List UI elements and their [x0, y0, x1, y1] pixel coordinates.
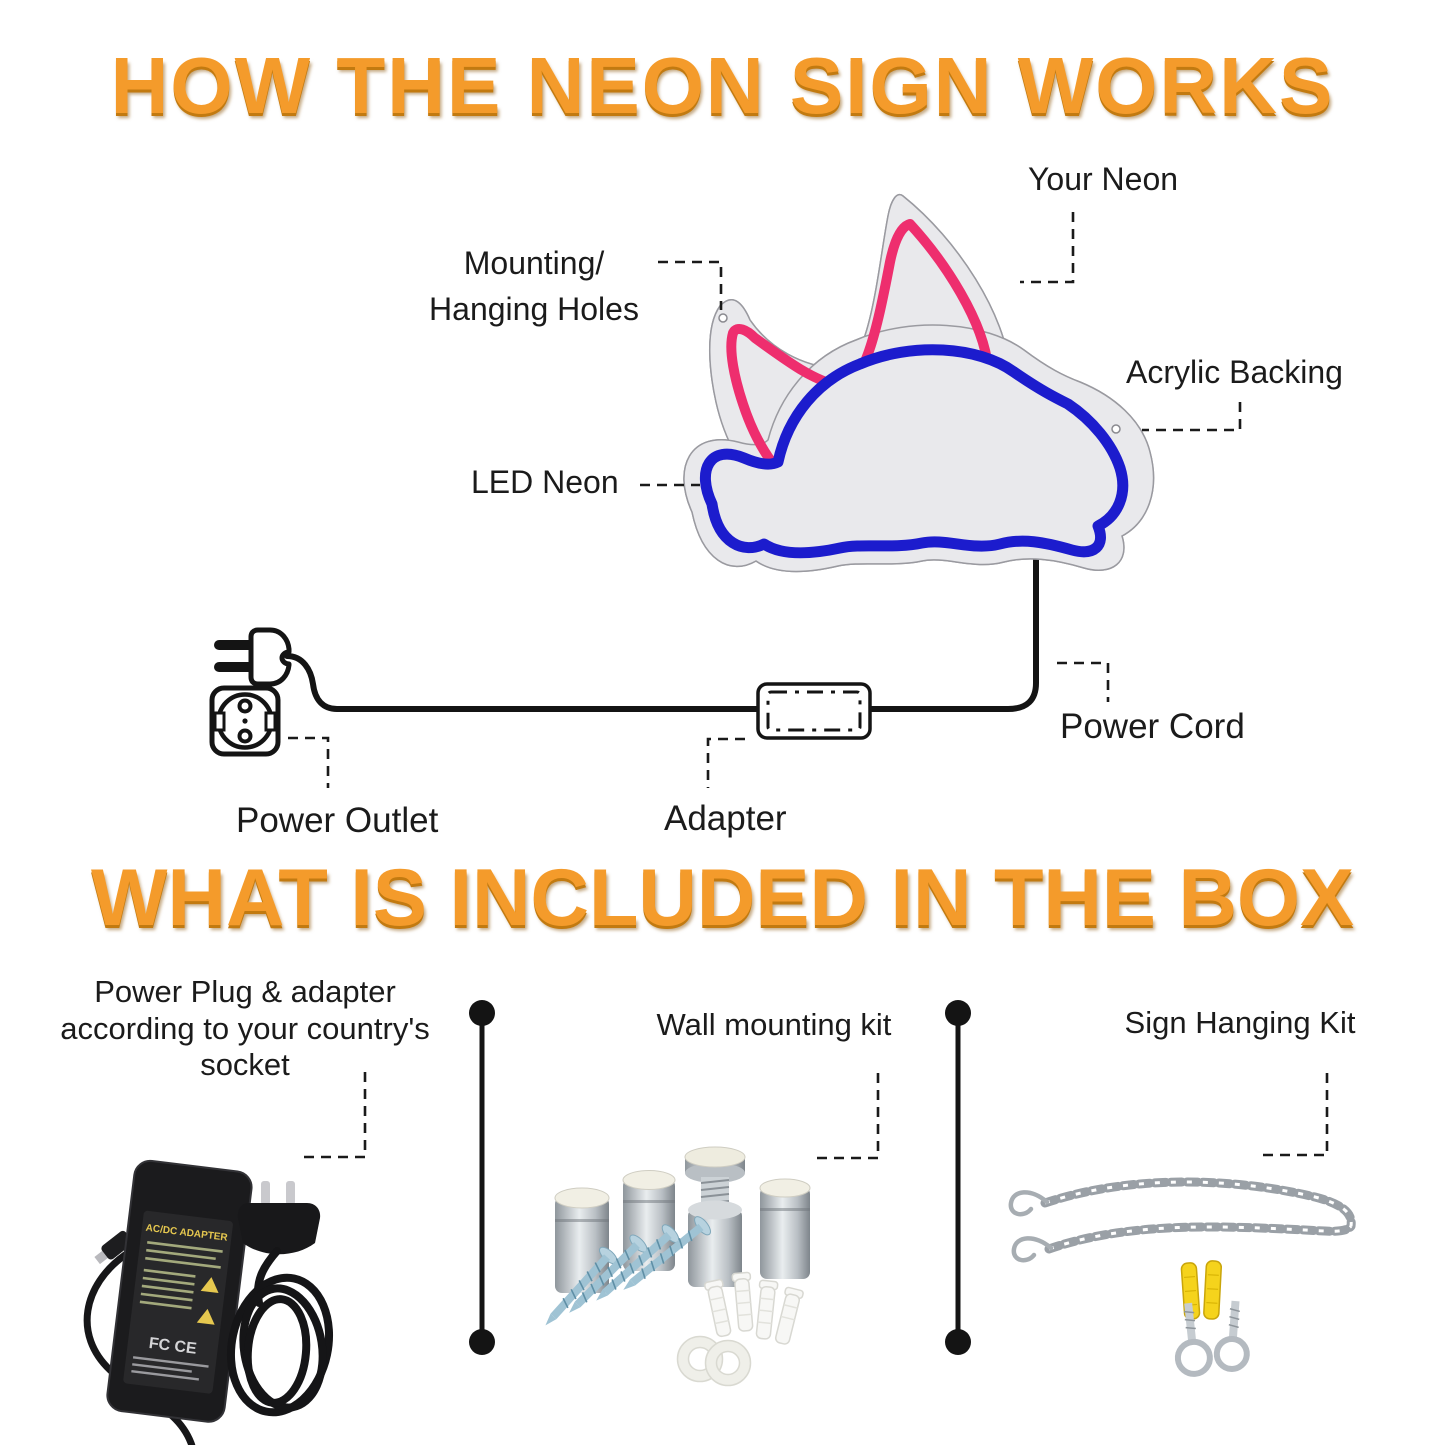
callout-acrylic-backing: Acrylic Backing — [1126, 354, 1343, 390]
washers — [676, 1335, 752, 1387]
standoff-open — [684, 1146, 746, 1287]
mounting-hole-right — [1111, 424, 1121, 434]
power-adapter-photo: AC/DC ADAPTER FC CE — [83, 1159, 334, 1445]
s-hooks — [1008, 1190, 1054, 1263]
power-cord-line — [284, 553, 1039, 712]
callout-adapter: Adapter — [664, 799, 787, 838]
callout-mounting-hanging-holes: Mounting/ Hanging Holes — [429, 245, 639, 328]
column-divider-left — [469, 1000, 495, 1355]
callout-power-outlet: Power Outlet — [236, 801, 439, 840]
callout-led-neon: LED Neon — [471, 464, 619, 500]
standoff — [759, 1178, 811, 1279]
column-divider-right — [945, 1000, 971, 1355]
included-item-label-sign-hanging-kit: Sign Hanging Kit — [1124, 1005, 1356, 1040]
eye-screws — [1174, 1300, 1250, 1377]
eu-power-plug-icon — [214, 627, 292, 687]
callout-your-neon: Your Neon — [1028, 161, 1179, 197]
svg-text:FC CE: FC CE — [148, 1335, 198, 1358]
callout-pointers — [288, 212, 1329, 1160]
sign-hanging-kit-photo — [1008, 1177, 1356, 1377]
included-item-label-power-plug-adapter: Power Plug & adapter according to your c… — [60, 974, 430, 1083]
moon-cloud-neon-sign — [683, 193, 1155, 573]
adapter-inline-box-icon — [756, 682, 872, 740]
wall-anchors — [704, 1271, 804, 1345]
callout-power-cord: Power Cord — [1060, 707, 1245, 746]
section-title-in-the-box: WHAT IS INCLUDED IN THE BOX — [91, 853, 1354, 943]
eu-power-outlet-icon — [209, 685, 281, 757]
included-item-label-wall-mounting-kit: Wall mounting kit — [656, 1007, 892, 1042]
wall-mounting-kit-photo — [545, 1146, 811, 1387]
screws — [545, 1216, 711, 1326]
mounting-hole-left — [718, 313, 728, 323]
section-title-how-it-works: HOW THE NEON SIGN WORKS — [110, 41, 1335, 130]
